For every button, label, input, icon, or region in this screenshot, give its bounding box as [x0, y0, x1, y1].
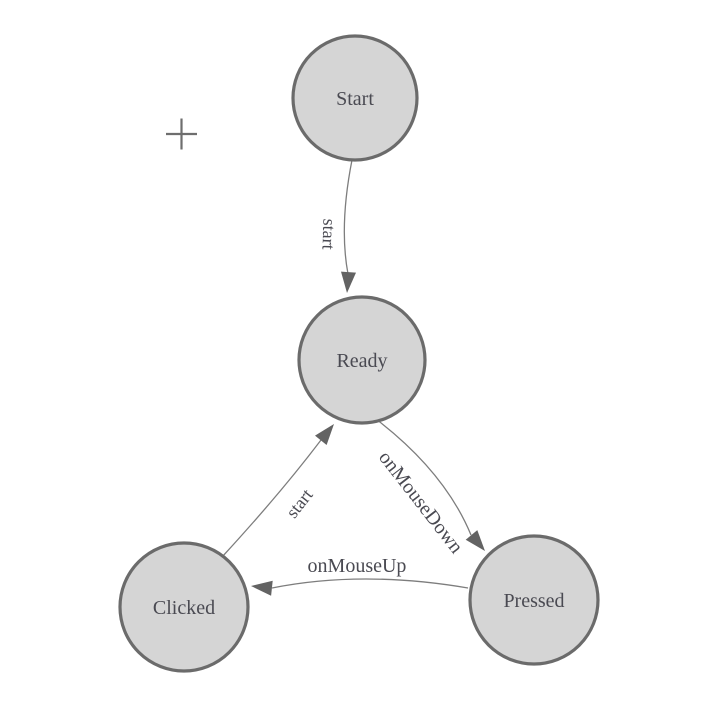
state-node-start[interactable]: Start — [291, 34, 419, 162]
state-node-clicked[interactable]: Clicked — [118, 541, 250, 673]
edge-line[interactable] — [271, 578, 469, 589]
edge-clicked-to-ready[interactable]: start — [221, 424, 334, 558]
arrowhead-icon — [341, 271, 356, 293]
state-label: Start — [336, 88, 374, 110]
edge-ready-to-pressed[interactable]: onMouseDown — [374, 418, 485, 558]
state-circle[interactable] — [297, 295, 427, 425]
arrowhead-icon — [465, 530, 485, 551]
state-label: Pressed — [503, 590, 564, 612]
state-node-pressed[interactable]: Pressed — [468, 534, 600, 666]
edge-label: start — [282, 485, 317, 522]
edge-pressed-to-clicked[interactable]: onMouseUp — [251, 555, 469, 596]
state-label: Ready — [336, 350, 387, 372]
edge-label: onMouseUp — [308, 555, 407, 577]
edge-start-to-ready[interactable]: start — [318, 159, 356, 293]
state-node-ready[interactable]: Ready — [297, 295, 427, 425]
crosshair-plus-icon — [166, 118, 197, 150]
edge-line[interactable] — [221, 439, 322, 558]
edge-line[interactable] — [375, 418, 472, 536]
edge-line[interactable] — [343, 159, 353, 275]
edge-label: onMouseDown — [374, 447, 467, 558]
arrowhead-icon — [315, 424, 334, 445]
state-circle[interactable] — [118, 541, 250, 673]
edge-label: start — [318, 218, 339, 250]
arrowhead-icon — [251, 580, 273, 596]
state-label: Clicked — [153, 597, 215, 619]
state-circle[interactable] — [468, 534, 600, 666]
state-circle[interactable] — [291, 34, 419, 162]
